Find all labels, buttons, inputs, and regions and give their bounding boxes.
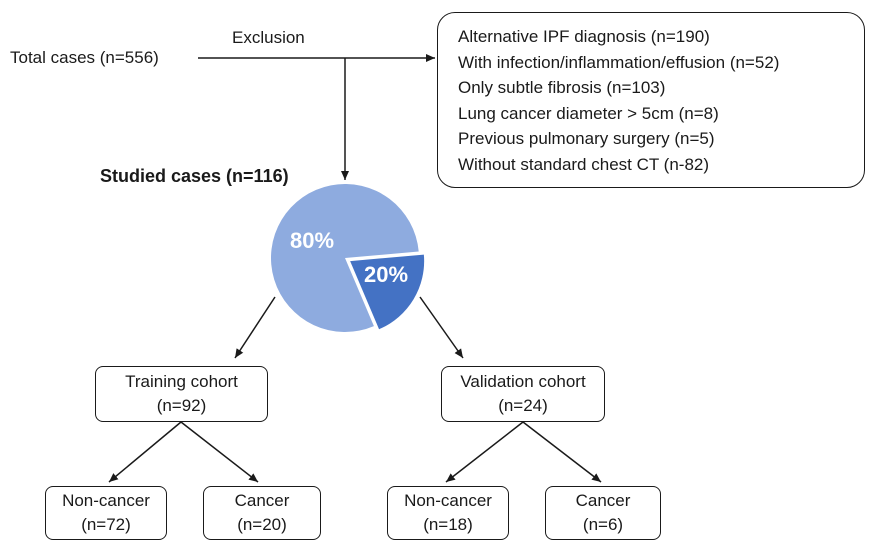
validation-cancer-box: Cancer (n=6) [545,486,661,540]
validation-cohort-box: Validation cohort (n=24) [441,366,605,422]
pie-slice-validation [350,254,425,330]
training-cancer-title: Cancer [234,491,290,510]
validation-noncancer-box: Non-cancer (n=18) [387,486,509,540]
training-cancer-box: Cancer (n=20) [203,486,321,540]
studied-cases-pie [271,184,425,332]
exclusion-item: Previous pulmonary surgery (n=5) [458,129,715,148]
training-noncancer-box: Non-cancer (n=72) [45,486,167,540]
training-cohort-title: Training cohort [125,372,238,391]
training-cohort-box: Training cohort (n=92) [95,366,268,422]
studied-cases-title: Studied cases (n=116) [100,166,289,186]
pie-slice-training [271,184,419,332]
validation-noncancer-arrow [445,421,524,483]
total-cases-label: Total cases (n=556) [10,48,159,67]
training-cancer-count: (n=20) [237,515,287,534]
training-noncancer-title: Non-cancer [62,491,150,510]
pie-minor-label: 20% [364,262,408,287]
exclusion-item: Lung cancer diameter > 5cm (n=8) [458,103,719,123]
training-cohort-count: (n=92) [156,396,207,415]
validation-cohort-count: (n=24) [498,396,548,415]
exclusion-item: Alternative IPF diagnosis (n=190) [458,27,710,46]
exclusion-item: Only subtle fibrosis (n=103) [458,78,666,97]
training-arrow [234,296,276,359]
validation-cancer-title: Cancer [575,491,631,510]
validation-cancer-arrow [522,421,602,483]
exclusion-item: With infection/inflammation/effusion (n=… [458,52,780,72]
exclusion-label: Exclusion [232,28,305,47]
training-noncancer-arrow [108,421,182,483]
exclusion-criteria-box: Alternative IPF diagnosis (n=190) With i… [437,12,865,188]
exclusion-item: Without standard chest CT (n-82) [458,154,710,174]
pie-major-label: 80% [290,228,334,253]
validation-arrow [419,296,464,359]
training-cancer-arrow [180,421,259,483]
validation-noncancer-count: (n=18) [423,515,473,534]
training-noncancer-count: (n=72) [81,515,131,534]
validation-cancer-count: (n=6) [582,515,624,534]
validation-noncancer-title: Non-cancer [404,491,492,510]
validation-cohort-title: Validation cohort [460,372,586,391]
